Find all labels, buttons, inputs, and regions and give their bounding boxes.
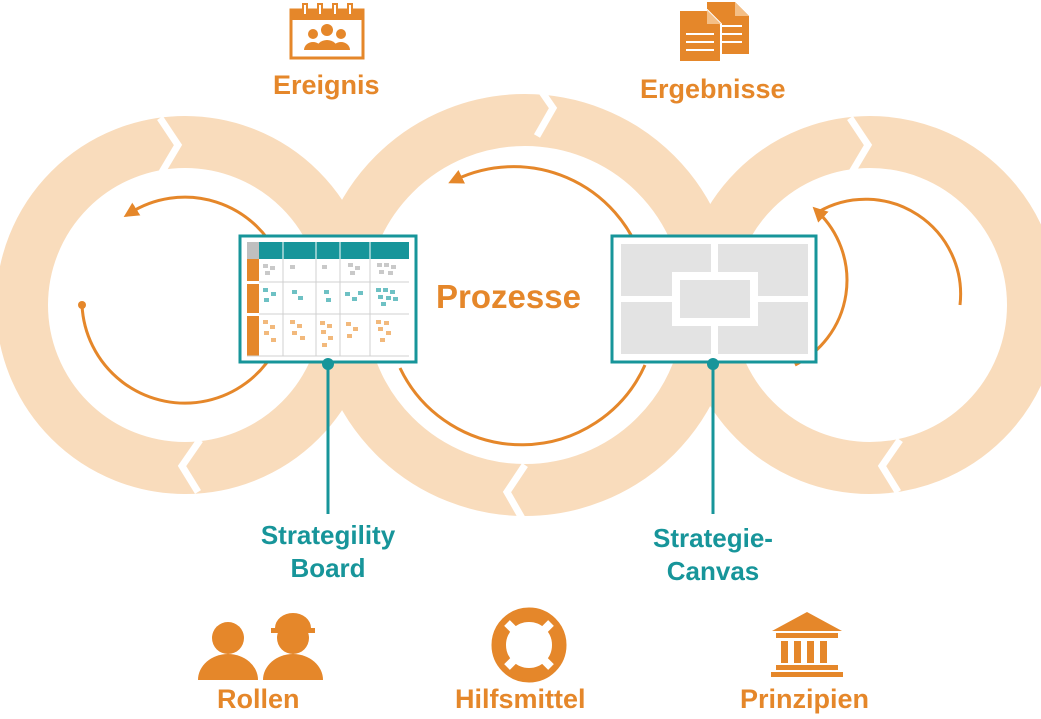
middle-cycle-arrow — [448, 165, 644, 261]
left-cycle-start-dot — [78, 301, 86, 309]
center-title-prozesse: Prozesse — [436, 278, 581, 315]
strategie-canvas — [610, 234, 818, 514]
ring-notch — [532, 80, 558, 138]
label-hilfsmittel: Hilfsmittel — [455, 684, 586, 714]
label-prinzipien: Prinzipien — [740, 684, 870, 714]
board-label-line1: Strategility — [260, 520, 396, 550]
label-ergebnisse: Ergebnisse — [640, 74, 786, 104]
label-ereignis: Ereignis — [273, 70, 380, 100]
strategility-board — [238, 234, 418, 514]
ring-notch — [157, 116, 183, 174]
lifebuoy-icon — [491, 607, 567, 683]
temple-icon — [771, 612, 843, 677]
calendar-people-icon — [289, 3, 365, 60]
label-strategie-canvas: Strategie- Canvas — [613, 522, 813, 588]
ring-notch — [502, 463, 528, 522]
canvas-label-line1: Strategie- — [653, 523, 773, 553]
middle-cycle-lower — [398, 364, 647, 447]
label-rollen: Rollen — [217, 684, 300, 714]
ring-notch — [177, 438, 203, 494]
people-icon — [198, 613, 323, 680]
right-cycle-right — [817, 197, 963, 306]
documents-icon — [678, 2, 749, 63]
board-label-line2: Board — [290, 553, 366, 583]
ring-notch — [877, 438, 903, 494]
ring-notch — [847, 116, 873, 174]
label-strategility-board: Strategility Board — [228, 519, 428, 585]
canvas-label-line2: Canvas — [666, 556, 760, 586]
